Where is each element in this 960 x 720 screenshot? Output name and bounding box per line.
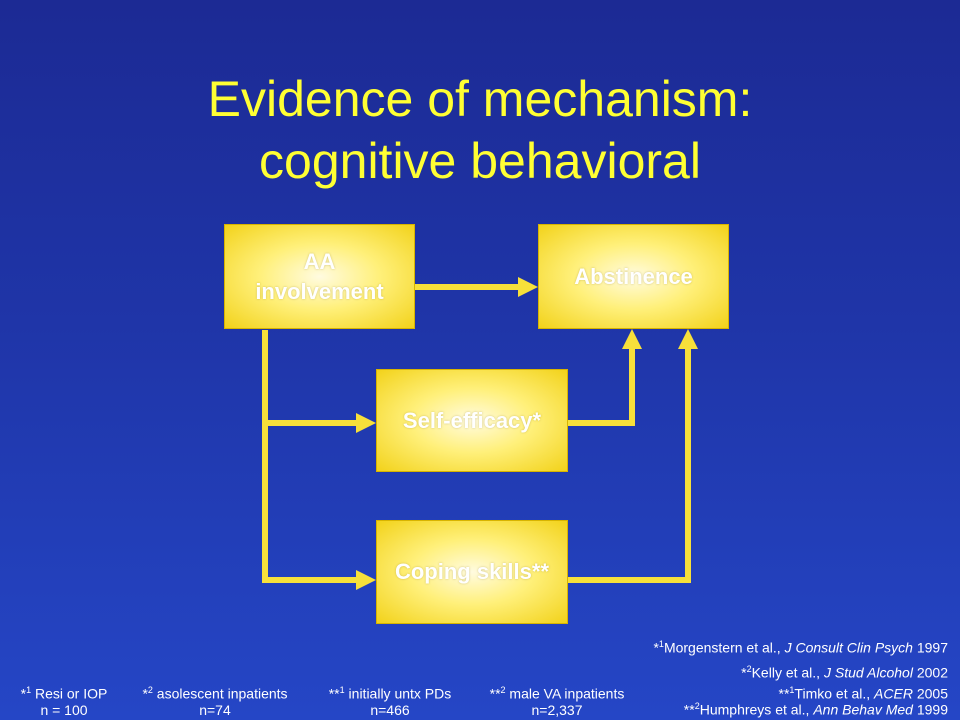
reference-timko: **1Timko et al., ACER 2005 xyxy=(778,685,949,702)
node-aa-line-1: AA xyxy=(303,248,336,274)
reference-humphreys: **2Humphreys et al., Ann Behav Med 1999 xyxy=(683,701,948,718)
title-line-1: Evidence of mechanism: xyxy=(207,71,753,127)
arrowhead-abstinence-from-self-efficacy xyxy=(622,329,642,349)
node-coping-label: Coping skills** xyxy=(394,559,550,584)
sample-note: *1 Resi or IOP n = 100 xyxy=(20,685,108,718)
reference-morgenstern: *1Morgenstern et al., J Consult Clin Psy… xyxy=(653,639,948,656)
sample-note: **2 male VA inpatients n=2,337 xyxy=(489,685,625,718)
node-aa-line-2: involvement xyxy=(255,278,384,304)
node-self-efficacy-label: Self-efficacy* xyxy=(402,407,542,433)
arrowhead-self-efficacy xyxy=(356,413,376,433)
arrowhead-abstinence-from-coping xyxy=(678,329,698,349)
node-self-efficacy: Self-efficacy* xyxy=(376,369,568,472)
sample-note: *2 asolescent inpatients n=74 xyxy=(142,685,288,718)
edge-coping-to-abstinence xyxy=(568,345,691,583)
node-abstinence-label: Abstinence xyxy=(574,263,693,289)
title-line-2: cognitive behavioral xyxy=(259,133,701,189)
arrowhead-abstinence-left xyxy=(518,277,538,297)
node-abstinence: Abstinence xyxy=(538,224,729,329)
slide-title: Evidence of mechanism: cognitive behavio… xyxy=(0,68,960,192)
edge-aa-to-coping xyxy=(262,330,358,583)
arrowhead-coping xyxy=(356,570,376,590)
edge-self-efficacy-to-abstinence xyxy=(568,345,635,426)
sample-note: **1 initially untx PDs n=466 xyxy=(328,685,452,718)
reference-kelly: *2Kelly et al., J Stud Alcohol 2002 xyxy=(741,664,948,681)
node-coping-skills: Coping skills** xyxy=(376,520,568,624)
node-aa-involvement: AA involvement xyxy=(224,224,415,329)
